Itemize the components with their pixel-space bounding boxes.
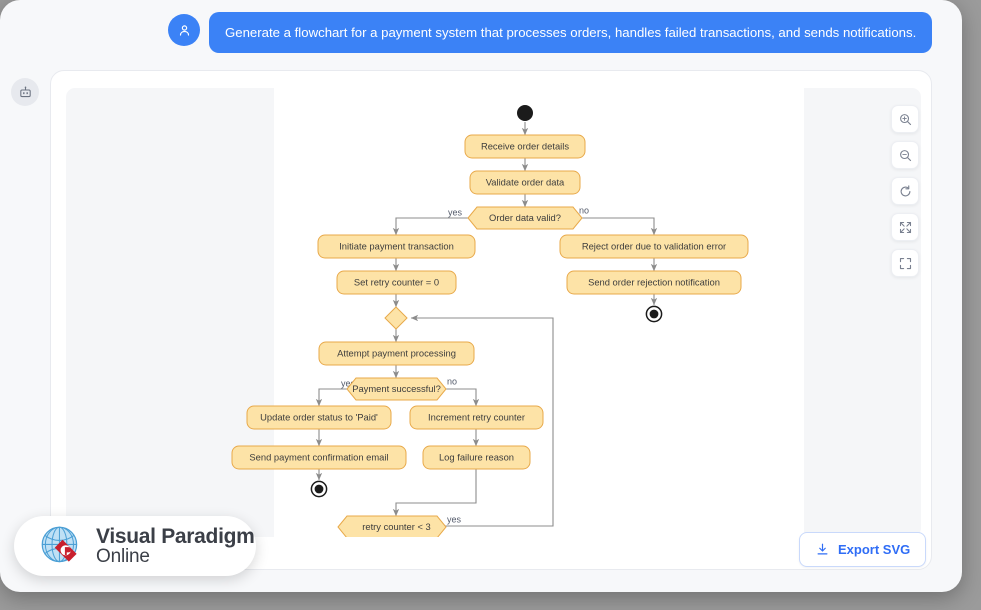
svg-text:Payment successful?: Payment successful? <box>352 383 441 394</box>
final-node-success[interactable] <box>310 480 328 498</box>
edge-label-no-order-valid: no <box>579 205 589 215</box>
zoom-out-button[interactable] <box>891 141 919 169</box>
diagram-canvas[interactable]: yes no yes no yes Receive order details <box>66 88 921 537</box>
diagram-card: yes no yes no yes Receive order details <box>50 70 932 570</box>
node-attempt-payment-processing[interactable]: Attempt payment processing <box>318 341 475 366</box>
node-update-order-status-paid[interactable]: Update order status to 'Paid' <box>246 405 392 430</box>
app-window: Generate a flowchart for a payment syste… <box>0 0 962 592</box>
node-receive-order-details[interactable]: Receive order details <box>464 134 586 159</box>
svg-text:Set retry counter = 0: Set retry counter = 0 <box>354 277 439 288</box>
final-node-rejected[interactable] <box>645 305 663 323</box>
reset-button[interactable] <box>891 177 919 205</box>
svg-text:Send order rejection notificat: Send order rejection notification <box>588 277 720 288</box>
initial-node[interactable] <box>517 105 533 121</box>
export-svg-button[interactable]: Export SVG <box>799 532 927 567</box>
zoom-in-icon <box>899 113 911 125</box>
bot-avatar <box>11 78 39 106</box>
svg-text:Receive order details: Receive order details <box>481 141 569 152</box>
node-set-retry-counter[interactable]: Set retry counter = 0 <box>336 270 457 295</box>
svg-text:Update order status to 'Paid': Update order status to 'Paid' <box>260 412 378 423</box>
edge-label-yes-retry-counter: yes <box>447 514 462 524</box>
node-send-payment-confirmation-email[interactable]: Send payment confirmation email <box>231 445 407 470</box>
fit-screen-button[interactable] <box>891 213 919 241</box>
zoom-out-icon <box>899 149 911 161</box>
node-log-failure-reason[interactable]: Log failure reason <box>422 445 531 470</box>
node-merge-retry-loop[interactable] <box>384 306 408 330</box>
node-decision-payment-successful[interactable]: Payment successful? <box>346 377 447 401</box>
svg-text:retry counter < 3: retry counter < 3 <box>362 521 431 532</box>
fullscreen-icon <box>899 257 911 269</box>
chat-prompt-row: Generate a flowchart for a payment syste… <box>168 12 933 54</box>
zoom-in-button[interactable] <box>891 105 919 133</box>
watermark-text: Visual Paradigm Online <box>96 524 255 568</box>
person-icon <box>179 24 189 36</box>
edge-label-yes-payment-successful: yes <box>341 378 356 388</box>
edge-label-yes-order-valid: yes <box>448 207 463 217</box>
download-icon <box>817 543 828 555</box>
robot-icon <box>19 85 31 97</box>
svg-text:Increment retry counter: Increment retry counter <box>428 412 525 423</box>
svg-text:Reject order due to validation: Reject order due to validation error <box>582 241 726 252</box>
node-initiate-payment-transaction[interactable]: Initiate payment transaction <box>317 234 476 259</box>
diagram-toolbar <box>891 105 919 277</box>
user-avatar <box>168 14 200 46</box>
node-decision-retry-counter-lt-3[interactable]: retry counter < 3 <box>337 515 447 537</box>
node-validate-order-data[interactable]: Validate order data <box>469 170 581 195</box>
edge-label-no-payment-successful: no <box>447 376 457 386</box>
prompt-bubble: Generate a flowchart for a payment syste… <box>209 12 933 54</box>
visual-paradigm-watermark: Visual Paradigm Online <box>14 516 256 576</box>
export-svg-label: Export SVG <box>838 542 911 557</box>
svg-text:Validate order data: Validate order data <box>486 177 565 188</box>
svg-text:Initiate payment transaction: Initiate payment transaction <box>339 241 454 252</box>
reset-rotate-icon <box>900 184 910 196</box>
node-decision-order-data-valid[interactable]: Order data valid? <box>467 206 583 230</box>
svg-text:Order data valid?: Order data valid? <box>489 212 561 223</box>
vp-globe-logo <box>41 526 78 563</box>
node-increment-retry-counter[interactable]: Increment retry counter <box>409 405 544 430</box>
watermark-line-1: Visual Paradigm <box>96 524 255 548</box>
fullscreen-button[interactable] <box>891 249 919 277</box>
svg-text:Attempt payment processing: Attempt payment processing <box>337 348 456 359</box>
flowchart-svg: yes no yes no yes Receive order details <box>231 105 749 537</box>
fit-screen-icon <box>899 221 911 233</box>
watermark-line-2: Online <box>96 546 150 568</box>
svg-text:Send payment confirmation emai: Send payment confirmation email <box>249 452 388 463</box>
svg-text:Log failure reason: Log failure reason <box>439 452 514 463</box>
node-send-order-rejection-notification[interactable]: Send order rejection notification <box>566 270 742 295</box>
node-reject-order-validation-error[interactable]: Reject order due to validation error <box>559 234 749 259</box>
